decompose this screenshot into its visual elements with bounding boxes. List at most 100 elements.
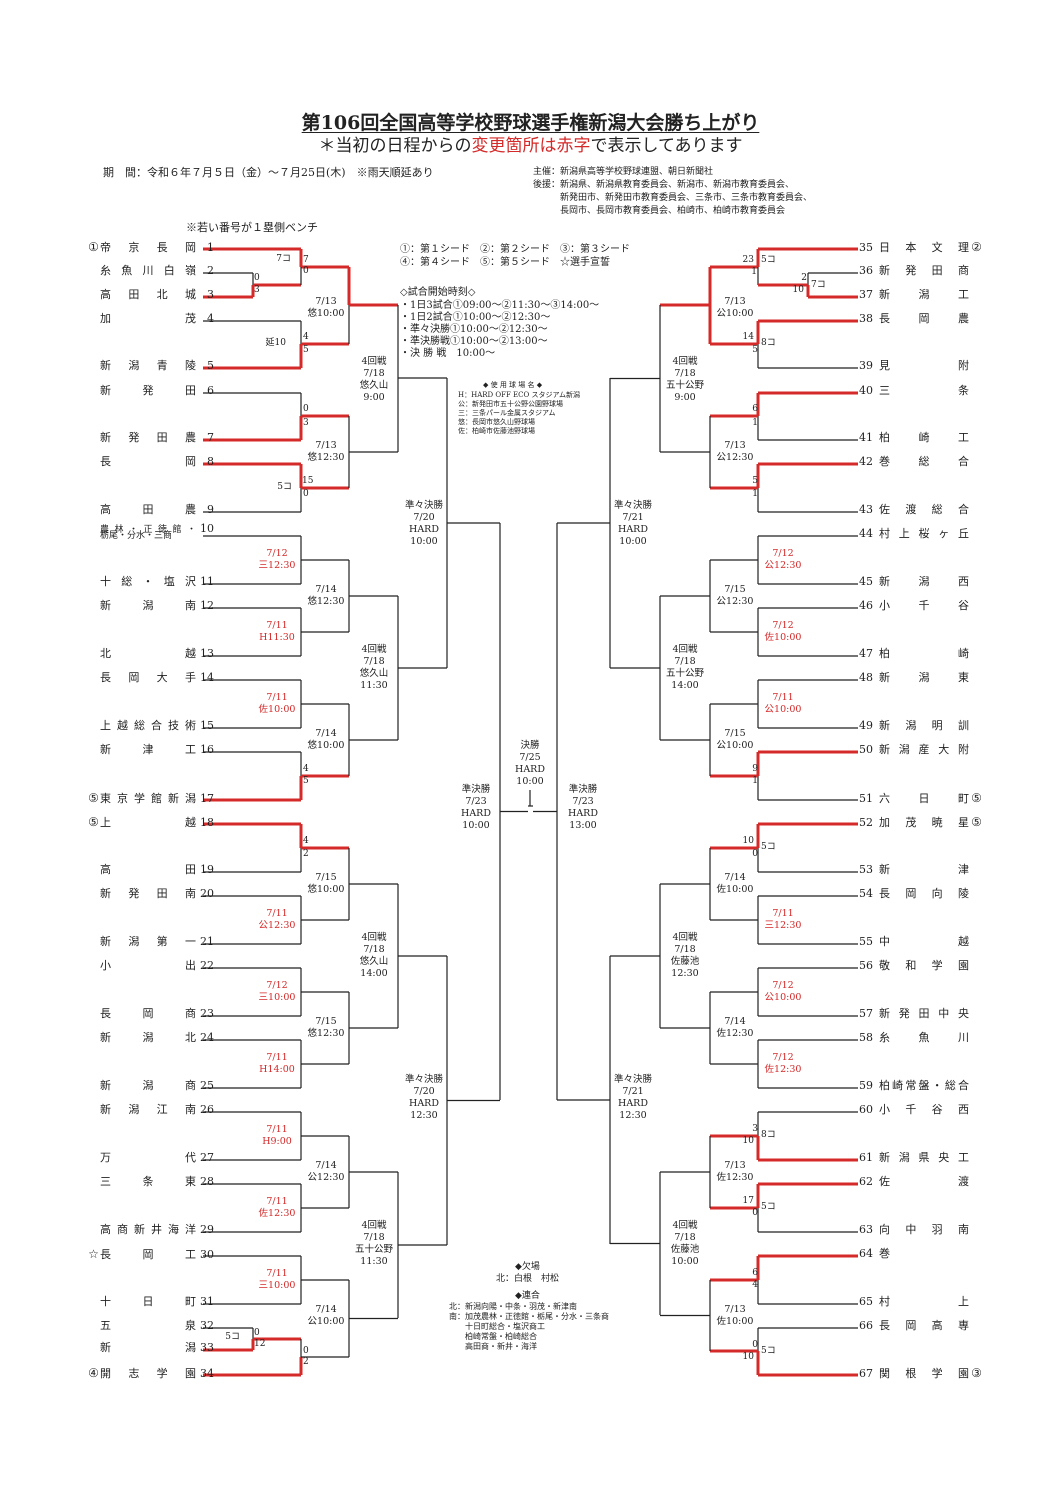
seed-mark: ③ bbox=[971, 1366, 982, 1380]
team-name: 新潟商 bbox=[100, 1079, 196, 1092]
team-number: 28 bbox=[200, 1175, 214, 1188]
team-name: 佐渡 bbox=[879, 1175, 969, 1188]
score: 0 bbox=[303, 266, 309, 276]
sponsor-line: 新発田市、新発田市教育委員会、三条市、三条市教育委員会、 bbox=[533, 193, 813, 203]
subtitle-post: で表示してあります bbox=[590, 136, 743, 156]
team-number: 36 bbox=[859, 264, 873, 277]
absent-title: ◆欠場 bbox=[515, 1262, 540, 1272]
team-name: 十総・塩沢 bbox=[100, 575, 196, 588]
team-number: 42 bbox=[859, 455, 873, 468]
team-number: 3 bbox=[207, 288, 214, 301]
start-time: ・準々決勝①10:00～②12:30～ bbox=[400, 324, 548, 335]
team-number: 16 bbox=[200, 743, 214, 756]
team-name: 新潟西 bbox=[879, 575, 969, 588]
team-number: 43 bbox=[859, 503, 873, 516]
score: 8コ bbox=[761, 1130, 776, 1140]
team-number: 53 bbox=[859, 863, 873, 876]
score: 17 bbox=[742, 1196, 754, 1206]
seed-mark: ⑤ bbox=[971, 791, 982, 805]
seed-mark: ⑤ bbox=[88, 791, 99, 805]
score: 2 bbox=[303, 849, 309, 859]
score: 5コ bbox=[761, 1202, 776, 1212]
team-number: 11 bbox=[200, 575, 214, 588]
team-number: 32 bbox=[200, 1319, 214, 1332]
team-name: 柏崎常盤・総合 bbox=[879, 1079, 969, 1092]
combined-team: 北：新潟向陽・中条・羽茂・新津南 bbox=[449, 1302, 577, 1311]
team-number: 8 bbox=[207, 455, 214, 468]
team-number: 46 bbox=[859, 599, 873, 612]
team-name: 糸魚川白嶺 bbox=[100, 264, 196, 277]
team-number: 38 bbox=[859, 312, 873, 325]
team-name: 五泉 bbox=[100, 1319, 196, 1332]
start-time-title: ◇試合開始時刻◇ bbox=[400, 287, 476, 298]
score: 10 bbox=[792, 285, 804, 295]
team-number: 65 bbox=[859, 1295, 873, 1308]
team-name: 柏崎工 bbox=[879, 431, 969, 444]
team-number: 39 bbox=[859, 359, 873, 372]
team-name: 新津 bbox=[879, 863, 969, 876]
team-name: 新潟第一 bbox=[100, 935, 196, 948]
score: 延10 bbox=[265, 338, 286, 348]
team-name: 関根学園 bbox=[879, 1367, 969, 1380]
team-name: 東京学館新潟 bbox=[100, 792, 196, 805]
team-number: 35 bbox=[859, 241, 873, 254]
team-number: 4 bbox=[207, 312, 214, 325]
score: 2 bbox=[801, 273, 807, 283]
score: 14 bbox=[742, 332, 754, 342]
score: 3 bbox=[254, 285, 260, 295]
seed-legend: ①：第１シード ②：第２シード ③：第３シード bbox=[400, 244, 630, 255]
score: 5コ bbox=[225, 1332, 240, 1342]
score: 0 bbox=[254, 273, 260, 283]
team-name: 小千谷西 bbox=[879, 1103, 969, 1116]
team-name: 加茂 bbox=[100, 312, 196, 325]
venue: 悠：長岡市悠久山野球場 bbox=[458, 418, 535, 426]
team-number: 30 bbox=[200, 1248, 214, 1261]
team-name: 新発田南 bbox=[100, 887, 196, 900]
score: 4 bbox=[303, 764, 309, 774]
score: 2 bbox=[303, 1357, 309, 1367]
team-name: 農林・正徳館・ bbox=[100, 525, 196, 535]
